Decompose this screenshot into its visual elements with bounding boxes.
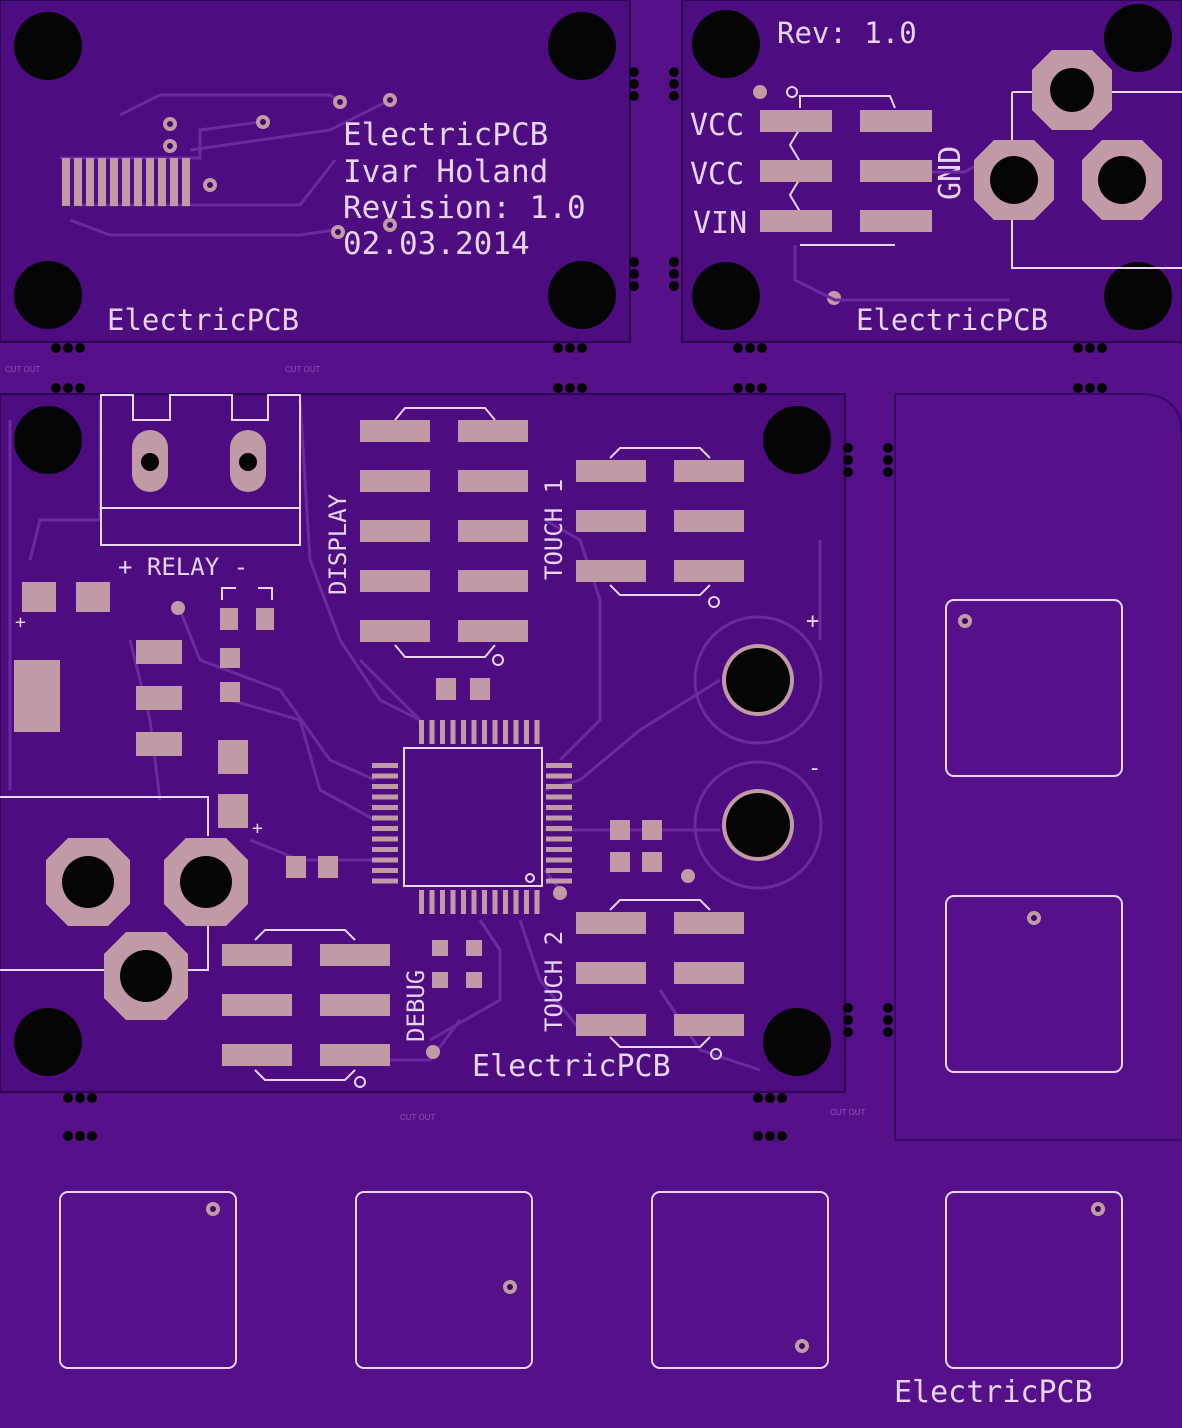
mcu-pin: [546, 868, 572, 873]
plus-label-3: +: [806, 609, 819, 634]
cutout-tabs: [51, 67, 1107, 1141]
mcu-pin: [372, 847, 398, 852]
mounting-holes: [14, 4, 1172, 1076]
mcu-pin: [503, 720, 508, 744]
mcu-pin: [372, 815, 398, 821]
right-panel: [894, 393, 1182, 1141]
connector-pads: [62, 158, 190, 206]
mcu-pin: [546, 773, 572, 779]
mcu-pin: [429, 720, 435, 744]
mcu-pin: [546, 857, 572, 863]
power-terminal: [974, 50, 1162, 220]
mcu-pin: [461, 720, 466, 744]
mcu-pin: [471, 890, 477, 914]
mcu-pin: [524, 720, 529, 744]
info-line-3: Revision: 1.0: [343, 190, 586, 226]
mcu-pin: [450, 720, 456, 744]
mcu-pin: [372, 857, 398, 863]
touch2-label: TOUCH 2: [540, 931, 568, 1032]
mcu-pin: [546, 847, 572, 852]
vcc-label-1: VCC: [690, 108, 744, 143]
mcu-pin: [372, 878, 398, 884]
mcu-pin: [482, 720, 487, 744]
brand-label-bottom: ElectricPCB: [894, 1375, 1093, 1410]
mcu-pin: [546, 794, 572, 800]
info-line-4: 02.03.2014: [343, 226, 530, 262]
mcu-pin: [513, 720, 519, 744]
mcu-pin: [546, 763, 572, 768]
mcu-pin: [372, 763, 398, 768]
mcu-pin: [546, 815, 572, 821]
cutout-label-3: CUT OUT: [400, 1113, 436, 1122]
touch-pads: [59, 599, 1123, 1369]
mcu-pin: [372, 773, 398, 779]
cutout-label-2: CUT OUT: [285, 365, 321, 374]
plus-label-2: +: [252, 818, 263, 839]
mcu-pin: [372, 784, 398, 789]
info-line-2: Ivar Holand: [343, 154, 548, 190]
mcu-pin: [503, 890, 508, 914]
mcu-pin: [513, 890, 519, 914]
vcc-label-2: VCC: [690, 157, 744, 192]
touch1-label: TOUCH 1: [540, 479, 568, 580]
mcu-pin: [492, 890, 498, 914]
mcu-pin: [429, 890, 435, 914]
display-label: DISPLAY: [324, 493, 352, 595]
mcu-pin: [372, 794, 398, 800]
dc-jack: [46, 838, 248, 1020]
mcu-pin: [524, 890, 529, 914]
brand-label-1: ElectricPCB: [107, 303, 299, 337]
mcu-pin: [546, 784, 572, 789]
mcu-pin: [546, 805, 572, 810]
mcu-pin: [482, 890, 487, 914]
vin-label: VIN: [693, 206, 747, 241]
mcu-pin: [546, 826, 572, 831]
rev-label: Rev: 1.0: [777, 16, 917, 50]
mcu-pin: [450, 890, 456, 914]
mcu-pin: [440, 720, 445, 744]
mcu-pin: [461, 890, 466, 914]
brand-label-2: ElectricPCB: [856, 303, 1048, 337]
minus-label: -: [808, 756, 821, 781]
mcu-pin: [440, 890, 445, 914]
brand-label-main: ElectricPCB: [472, 1049, 671, 1084]
mcu-pin: [372, 826, 398, 831]
mcu-pin: [546, 836, 572, 842]
mcu-pin: [492, 720, 498, 744]
info-line-1: ElectricPCB: [343, 117, 548, 153]
mcu-pin: [534, 890, 540, 914]
mcu-pin: [419, 720, 424, 744]
mcu-pin: [372, 868, 398, 873]
mcu-chip: [372, 720, 572, 914]
plus-label-1: +: [15, 612, 26, 633]
mcu-pin: [372, 805, 398, 810]
mcu-pin: [419, 890, 424, 914]
mcu-pin: [546, 878, 572, 884]
relay-label: + RELAY -: [118, 553, 248, 581]
debug-label: DEBUG: [402, 970, 430, 1042]
mcu-pin: [471, 720, 477, 744]
mcu-pin: [534, 720, 540, 744]
mcu-pin: [372, 836, 398, 842]
cutout-label-1: CUT OUT: [5, 365, 41, 374]
cutout-label-4: CUT OUT: [830, 1108, 866, 1117]
